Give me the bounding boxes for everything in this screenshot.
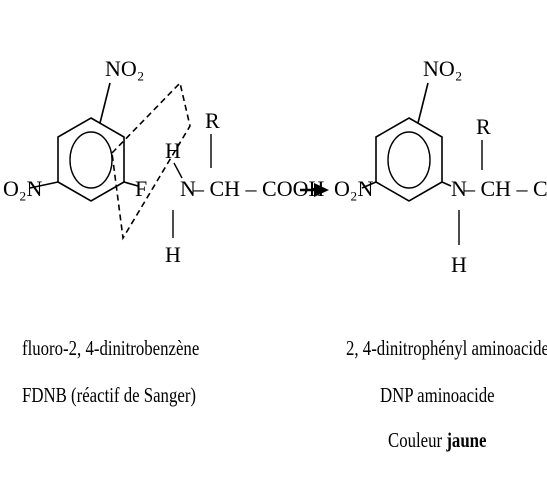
hf-elimination-box (111, 81, 191, 241)
ortho-bond (417, 82, 429, 124)
n-bond (441, 181, 452, 187)
aromatic-circle (387, 131, 431, 189)
para-bond (29, 181, 59, 189)
reactant-fdnb: NO₂ O₂N F H N H R – CH – COOH (3, 56, 325, 267)
aromatic-circle (69, 131, 113, 189)
color-prefix: Couleur (388, 428, 447, 452)
product-dnp: NO₂ O₂N N H R – CH – COOH (334, 56, 547, 277)
backbone-label: – CH – COOH (463, 176, 547, 201)
reaction-arrow (300, 183, 329, 197)
r-group-label: R (476, 114, 491, 139)
r-group-label: R (205, 108, 220, 133)
amine-n: N (180, 176, 196, 201)
h-top-bond (173, 162, 183, 179)
reactant-caption-abbrev: FDNB (réactif de Sanger) (22, 383, 197, 407)
color-value: jaune (446, 428, 487, 452)
benzene-ring (375, 117, 443, 202)
ortho-bond (99, 82, 111, 124)
para-o2n-label: O₂N (334, 176, 374, 201)
product-caption-color: Couleur jaune (388, 428, 486, 453)
amine-n: N (451, 176, 467, 201)
backbone-label: – CH – COOH (192, 176, 325, 201)
product-caption-abbrev: DNP aminoacide (380, 383, 495, 407)
product-caption-name: 2, 4-dinitrophényl aminoacide (346, 336, 547, 360)
ortho-no2-label: NO₂ (105, 56, 144, 81)
amine-h: H (451, 252, 467, 277)
ortho-no2-label: NO₂ (423, 56, 462, 81)
reactant-caption-name: fluoro-2, 4-dinitrobenzène (22, 336, 200, 360)
fluorine-label: F (135, 176, 147, 201)
amine-h-bottom: H (165, 242, 181, 267)
f-bond (123, 181, 139, 187)
benzene-ring (57, 117, 125, 202)
amine-h-top: H (165, 138, 181, 163)
para-bond (361, 181, 377, 189)
para-o2n-label: O₂N (3, 176, 43, 201)
